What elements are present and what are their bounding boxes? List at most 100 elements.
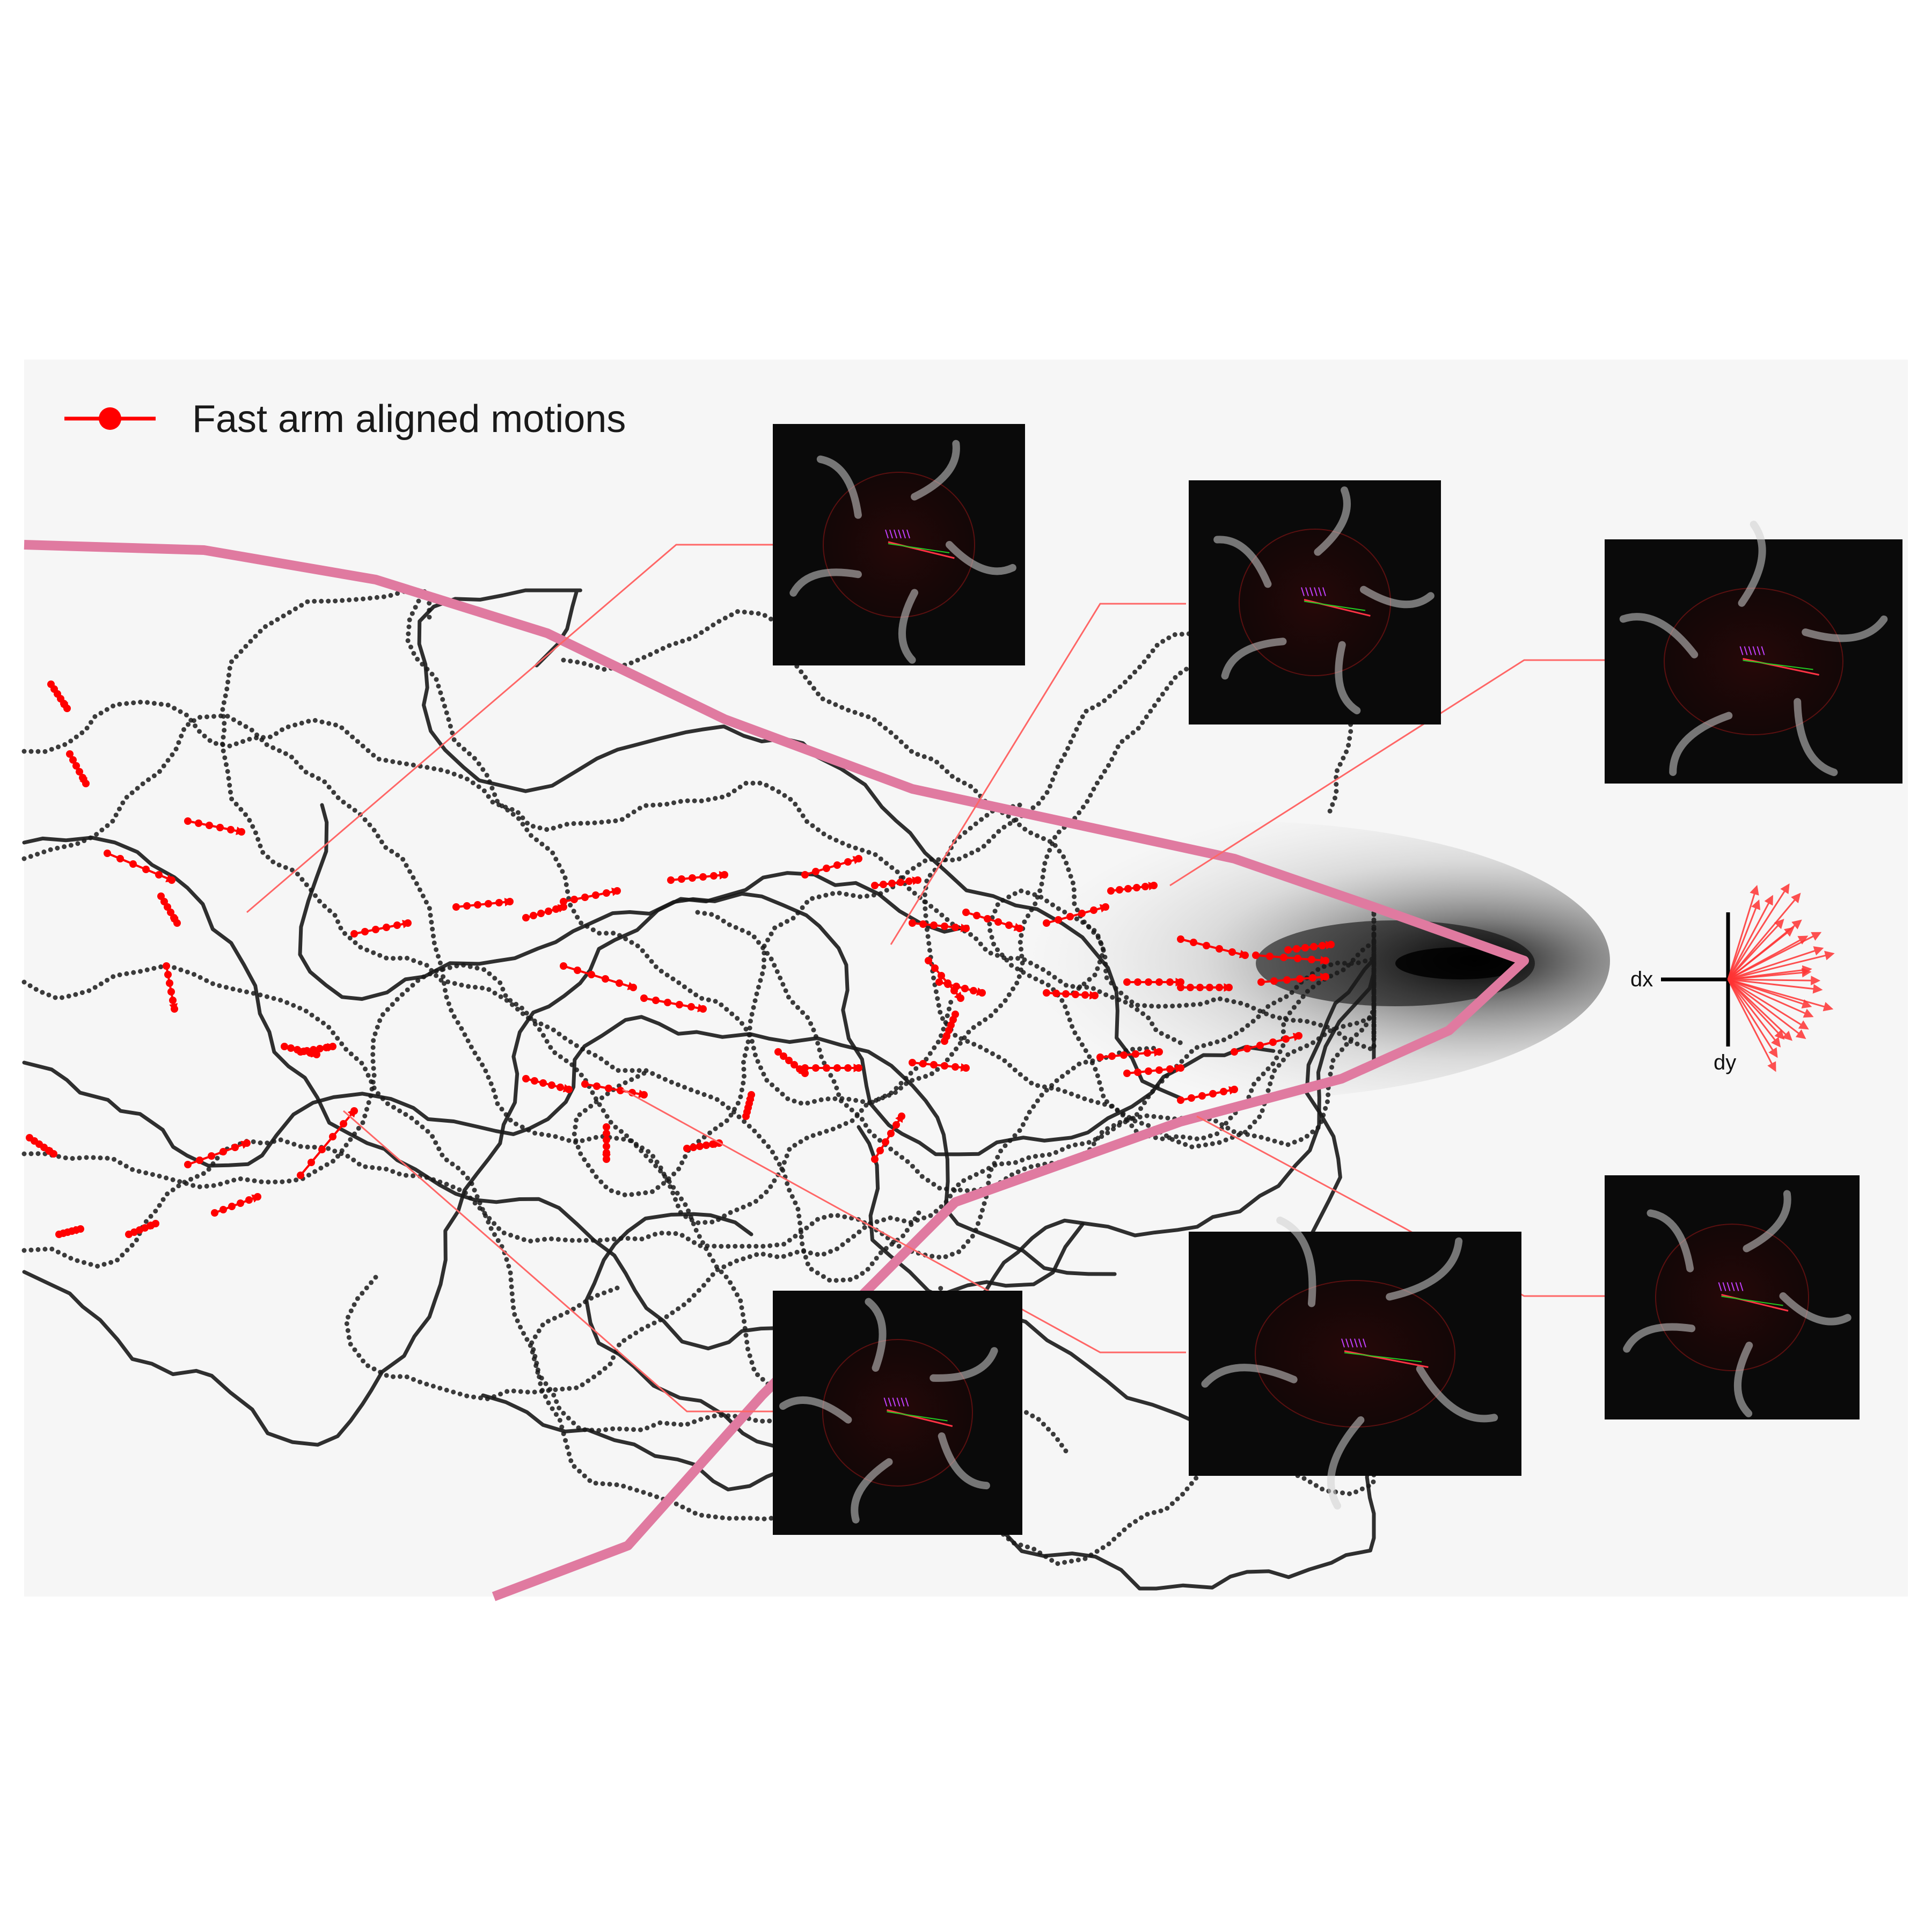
fast-motion-line: [128, 1221, 159, 1235]
inset-layer: [773, 424, 1902, 1535]
orientation-tick: [1744, 646, 1748, 655]
direction-arrow: [1727, 918, 1784, 980]
orientation-tick: [1739, 646, 1744, 655]
arm-silhouette: [779, 1396, 852, 1424]
orientation-tick: [1354, 1338, 1358, 1348]
direction-arrow: [1727, 895, 1773, 980]
direction-arrow: [1727, 899, 1760, 980]
fast-motion-arrow: [1177, 1086, 1238, 1104]
fast-motion-line: [1126, 1064, 1184, 1074]
fast-motion-arrow: [1177, 935, 1249, 959]
fast-motion-arrow: [683, 1139, 723, 1152]
orientation-tick: [1752, 646, 1757, 655]
fast-motion-line: [187, 820, 245, 835]
arm-silhouette: [1314, 486, 1351, 556]
orientation-tick: [1363, 1338, 1366, 1348]
arm-silhouette: [911, 440, 960, 501]
fast-motion-arrow: [184, 1139, 251, 1168]
fast-motion-arrow: [184, 817, 245, 836]
fast-motion-arrow: [47, 680, 71, 712]
fast-motion-arrow: [104, 850, 175, 884]
arm-silhouette: [1327, 1416, 1365, 1510]
orientation-tick: [889, 529, 893, 539]
fast-motion-line: [107, 852, 175, 882]
orientation-tick: [1726, 1282, 1731, 1291]
fast-motion-line: [58, 1226, 84, 1235]
motion-vector: [888, 541, 955, 559]
direction-arrow: [1728, 946, 1824, 980]
orientation-tick: [1731, 1282, 1735, 1291]
orientation-tick: [1718, 1282, 1722, 1291]
trajectory-track: [298, 803, 1276, 1157]
fast-motion-arrow: [1252, 952, 1329, 965]
direction-arrow: [1728, 968, 1812, 980]
trajectory-track: [22, 1015, 1117, 1276]
fast-motion-arrow: [522, 903, 567, 921]
arm-silhouette: [1733, 1342, 1753, 1417]
orientation-tick: [885, 529, 889, 539]
trajectory-track: [417, 588, 1183, 1100]
arm-silhouette: [865, 1298, 887, 1372]
arm-silhouette: [1276, 1216, 1316, 1307]
fast-motion-line: [643, 997, 707, 1013]
arm-silhouette: [789, 568, 862, 597]
fast-motion-line: [804, 856, 862, 876]
arm-silhouette: [1221, 638, 1287, 680]
orientation-tick: [901, 1397, 905, 1407]
arm-silhouette: [1646, 1209, 1694, 1272]
fast-motion-line: [1287, 941, 1335, 951]
arm-silhouette: [1201, 1364, 1298, 1388]
fast-motion-arrow: [801, 1064, 862, 1072]
direction-arrow: [1728, 950, 1835, 980]
orientation-tick: [1358, 1338, 1362, 1348]
fast-motion-arrow: [1123, 978, 1184, 986]
arm-silhouette: [946, 541, 1016, 575]
direction-arrow: [1728, 978, 1809, 1030]
fast-motion-arrow: [909, 1059, 970, 1072]
legend: Fast arm aligned motions: [64, 398, 626, 441]
fast-motion-line: [354, 920, 412, 935]
fast-motion-line: [1110, 882, 1158, 892]
motion-vector: [1721, 1294, 1789, 1312]
fast-motion-arrow: [560, 887, 621, 905]
arm-vector: [1304, 601, 1366, 611]
fast-motion-arrow: [925, 957, 964, 1002]
orientation-tick: [905, 1397, 909, 1407]
arm-silhouette: [1386, 1237, 1463, 1301]
fast-motion-line: [1180, 1086, 1238, 1101]
fast-motion-arrow: [1043, 903, 1109, 927]
arm-vector: [1344, 1352, 1422, 1363]
fast-motion-arrow: [871, 1113, 905, 1163]
direction-arrow: [1728, 976, 1821, 986]
arm-vector: [1721, 1296, 1783, 1306]
trajectory-track: [21, 699, 1184, 1046]
fast-motion-arrow: [297, 1107, 358, 1179]
orientation-tick: [1318, 587, 1322, 596]
direction-key: dx dy: [1630, 883, 1835, 1074]
fast-motion-line: [912, 1062, 970, 1072]
fast-motion-line: [160, 895, 179, 926]
fast-motion-line: [1234, 1033, 1302, 1053]
fast-motion-arrow: [297, 1043, 336, 1056]
fast-motion-line: [1261, 972, 1329, 983]
orientation-tick: [1322, 587, 1326, 596]
arm-vector: [1743, 660, 1813, 670]
orientation-tick: [1757, 646, 1761, 655]
motion-vector: [1743, 658, 1819, 676]
orientation-tick: [1748, 646, 1752, 655]
fast-motion-line: [456, 897, 514, 908]
legend-dot-swatch: [99, 407, 121, 430]
fast-motion-line: [525, 1078, 573, 1093]
orientation-tick: [1735, 1282, 1739, 1291]
fast-motion-arrow: [871, 876, 921, 889]
orientation-tick: [898, 529, 902, 539]
fast-motion-arrow: [1231, 1032, 1302, 1056]
orientation-tick: [894, 529, 897, 539]
fast-motion-line: [563, 888, 621, 903]
fast-motion-arrow: [941, 1011, 959, 1045]
fast-motion-line: [563, 965, 637, 990]
fast-motion-arrow: [163, 962, 178, 1013]
direction-arrow: [1727, 979, 1776, 1072]
fast-motion-arrow: [1284, 941, 1335, 954]
